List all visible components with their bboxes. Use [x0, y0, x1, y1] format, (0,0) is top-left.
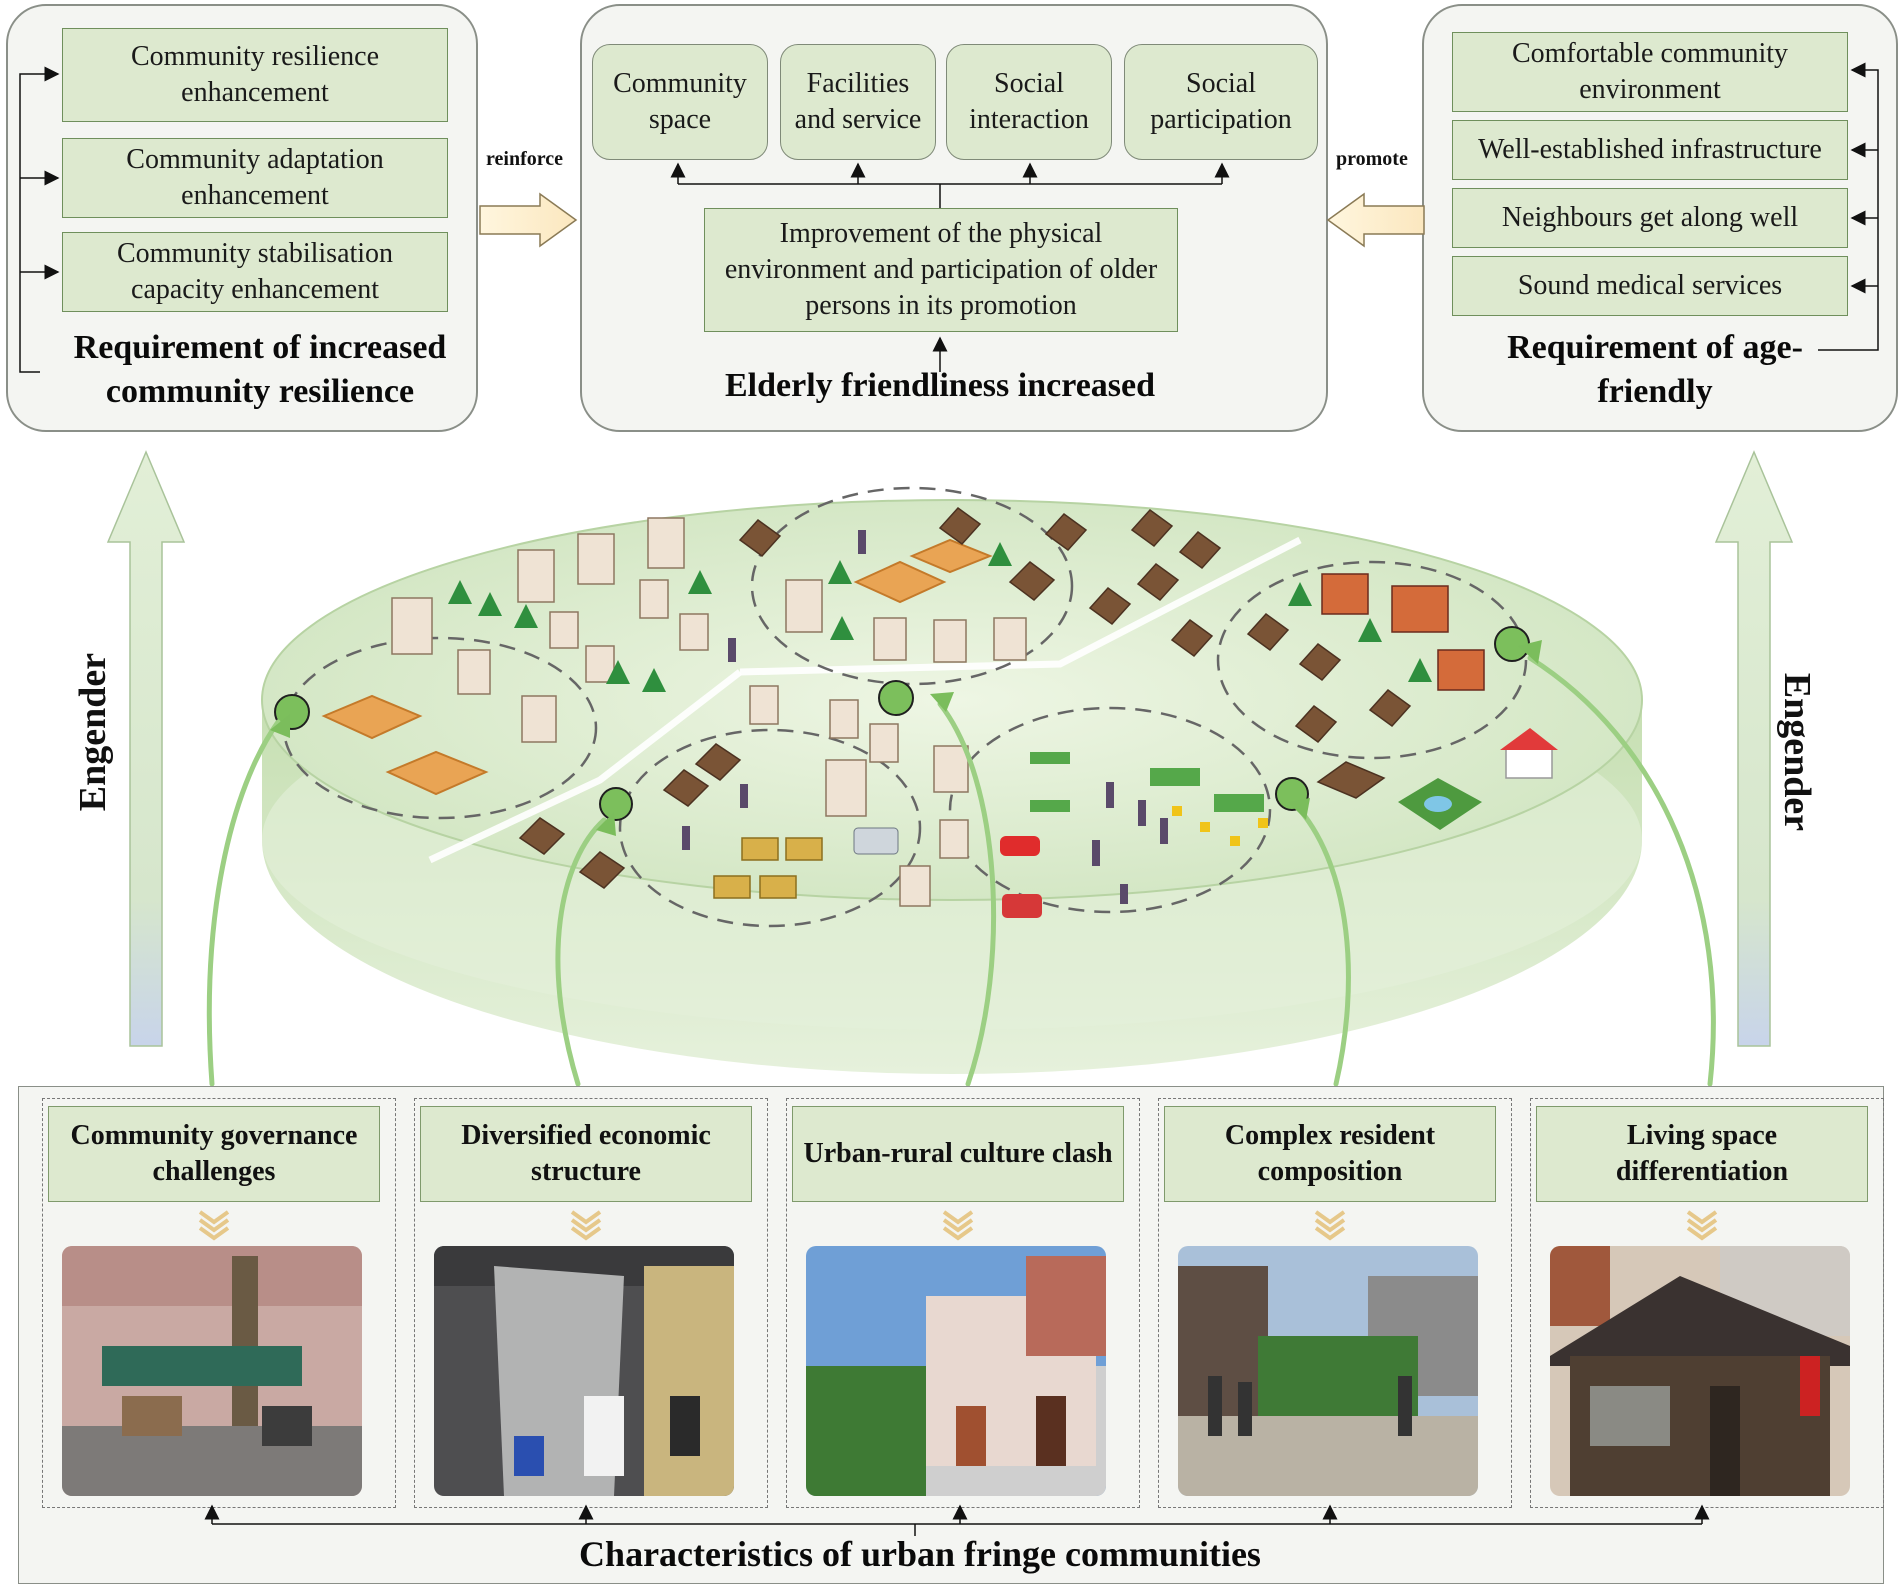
resident-composition-title: Complex resident composition [1164, 1106, 1496, 1202]
center-panel-title: Elderly friendliness increased [724, 367, 1156, 404]
stabilisation-enhancement-box: Community stabilisation capacity enhance… [62, 232, 448, 312]
physical-environment-box: Improvement of the physical environment … [704, 208, 1178, 332]
community-space-box: Community space [592, 44, 768, 160]
governance-challenges-title: Community governance challenges [48, 1106, 380, 1202]
culture-clash-title: Urban-rural culture clash [792, 1106, 1124, 1202]
chevron-down-icon [1314, 1210, 1346, 1241]
economic-structure-title: Diversified economic structure [420, 1106, 752, 1202]
economic-photo [434, 1246, 734, 1496]
left-bracket [19, 66, 60, 373]
comfortable-environment-box: Comfortable community environment [1452, 32, 1848, 112]
resident-photo [1178, 1246, 1478, 1496]
chevron-down-icon [570, 1210, 602, 1241]
adaptation-enhancement-box: Community adaptation enhancement [62, 138, 448, 218]
living-space-photo [1550, 1246, 1850, 1496]
culture-photo [806, 1246, 1106, 1496]
promote-label: promote [1336, 148, 1408, 170]
bottom-title: Characteristics of urban fringe communit… [579, 1534, 1261, 1574]
chevron-down-icon [198, 1210, 230, 1241]
space-differentiation-title: Living space differentiation [1536, 1106, 1868, 1202]
chevron-down-icon [1686, 1210, 1718, 1241]
infrastructure-box: Well-established infrastructure [1452, 120, 1848, 180]
resilience-enhancement-box: Community resilience enhancement [62, 28, 448, 122]
medical-services-box: Sound medical services [1452, 256, 1848, 316]
social-interaction-box: Social interaction [946, 44, 1112, 160]
left-engender-arrow [106, 450, 186, 1047]
community-landscape [261, 486, 1643, 1075]
facilities-service-box: Facilities and service [780, 44, 936, 160]
right-panel-title: Requirement of age-friendly [1507, 329, 1803, 410]
left-panel-title: Requirement of increased community resil… [73, 329, 447, 410]
influence-curves [206, 655, 1716, 1087]
governance-photo [62, 1246, 362, 1496]
right-engender-arrow [1714, 450, 1794, 1047]
right-bracket [1818, 62, 1879, 351]
promote-arrow [1326, 192, 1425, 248]
reinforce-arrow [479, 192, 578, 248]
chevron-down-icon [942, 1210, 974, 1241]
reinforce-label: reinforce [486, 148, 564, 170]
center-connectors [670, 162, 1230, 372]
neighbours-box: Neighbours get along well [1452, 188, 1848, 248]
social-participation-box: Social participation [1124, 44, 1318, 160]
